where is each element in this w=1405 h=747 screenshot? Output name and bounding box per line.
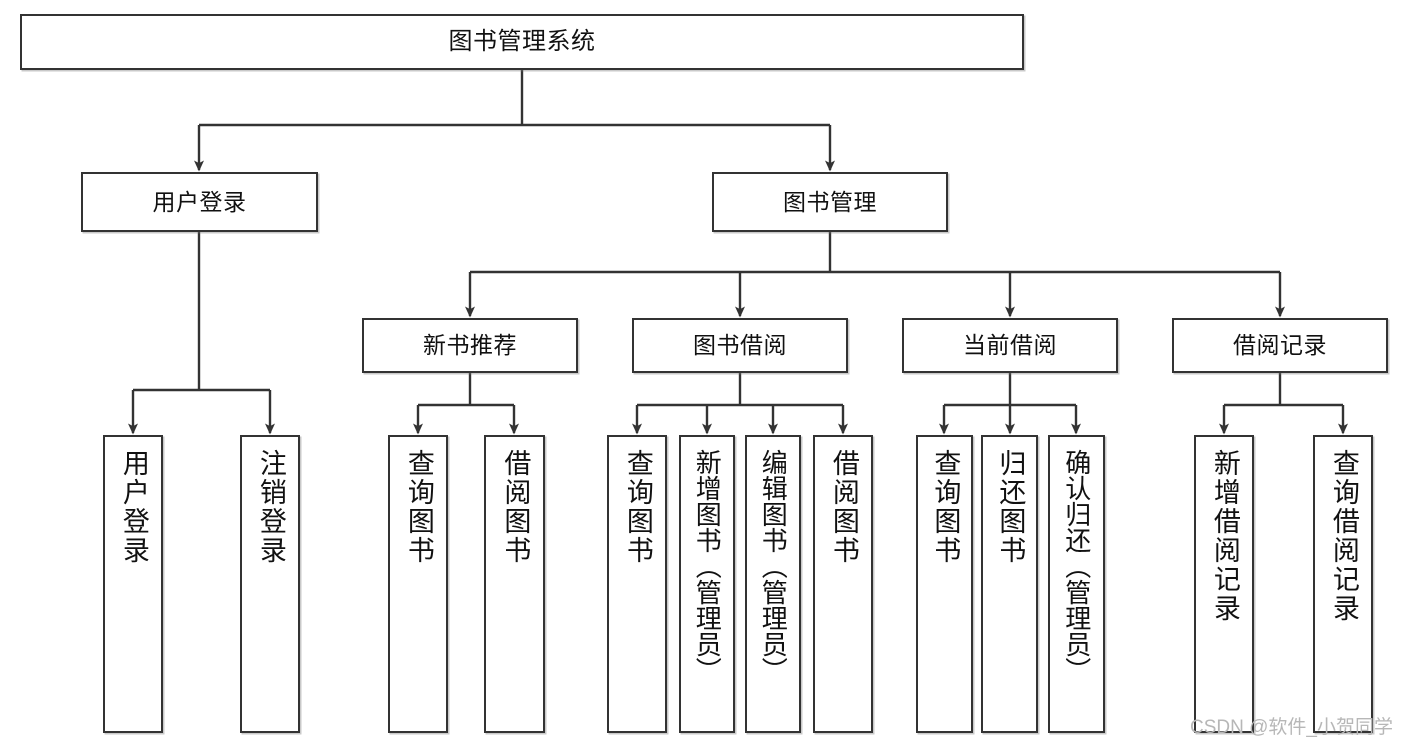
node-label: 用户登录 [118, 449, 149, 565]
leaf-query-books-borrow[interactable]: 查询图书 [607, 435, 667, 733]
node-label: 查询图书 [403, 449, 434, 565]
node-book-borrow[interactable]: 图书借阅 [632, 318, 848, 373]
node-label: 新增借阅记录 [1209, 449, 1240, 623]
node-label: 用户登录 [152, 188, 247, 215]
node-label: 当前借阅 [963, 332, 1057, 358]
node-label: 确认归还（管理员） [1061, 449, 1092, 683]
leaf-borrow-books-recommend[interactable]: 借阅图书 [484, 435, 545, 733]
leaf-user-logout[interactable]: 注销登录 [240, 435, 300, 733]
node-label: 新书推荐 [423, 332, 517, 358]
leaf-return-books[interactable]: 归还图书 [981, 435, 1038, 733]
leaf-confirm-return-admin[interactable]: 确认归还（管理员） [1048, 435, 1105, 733]
node-label: 新增图书（管理员） [692, 449, 723, 683]
leaf-edit-book-admin[interactable]: 编辑图书（管理员） [745, 435, 801, 733]
node-book-management[interactable]: 图书管理 [712, 172, 948, 232]
leaf-query-books-current[interactable]: 查询图书 [916, 435, 973, 733]
node-label: 借阅图书 [500, 449, 531, 565]
node-label: 借阅图书 [828, 449, 859, 565]
leaf-add-borrow-record[interactable]: 新增借阅记录 [1194, 435, 1254, 733]
leaf-borrow-books[interactable]: 借阅图书 [813, 435, 873, 733]
node-root[interactable]: 图书管理系统 [20, 14, 1024, 70]
node-label: 查询图书 [930, 449, 961, 565]
node-label: 图书借阅 [693, 332, 787, 358]
node-label: 查询图书 [622, 449, 653, 565]
node-label: 编辑图书（管理员） [758, 449, 789, 683]
watermark: CSDN @软件_小贺同学 [1190, 717, 1393, 738]
node-user-login[interactable]: 用户登录 [81, 172, 318, 232]
node-label: 图书管理 [783, 188, 877, 215]
node-current-borrow[interactable]: 当前借阅 [902, 318, 1118, 373]
node-borrow-records[interactable]: 借阅记录 [1172, 318, 1388, 373]
node-label: 归还图书 [995, 449, 1026, 565]
node-new-book-recommend[interactable]: 新书推荐 [362, 318, 578, 373]
node-label: 注销登录 [255, 449, 286, 565]
leaf-query-borrow-record[interactable]: 查询借阅记录 [1313, 435, 1373, 733]
node-label: 图书管理系统 [448, 28, 596, 55]
leaf-query-books-recommend[interactable]: 查询图书 [388, 435, 448, 733]
leaf-user-login[interactable]: 用户登录 [103, 435, 163, 733]
node-label: 查询借阅记录 [1328, 449, 1359, 623]
node-label: 借阅记录 [1233, 332, 1327, 358]
leaf-add-book-admin[interactable]: 新增图书（管理员） [679, 435, 735, 733]
